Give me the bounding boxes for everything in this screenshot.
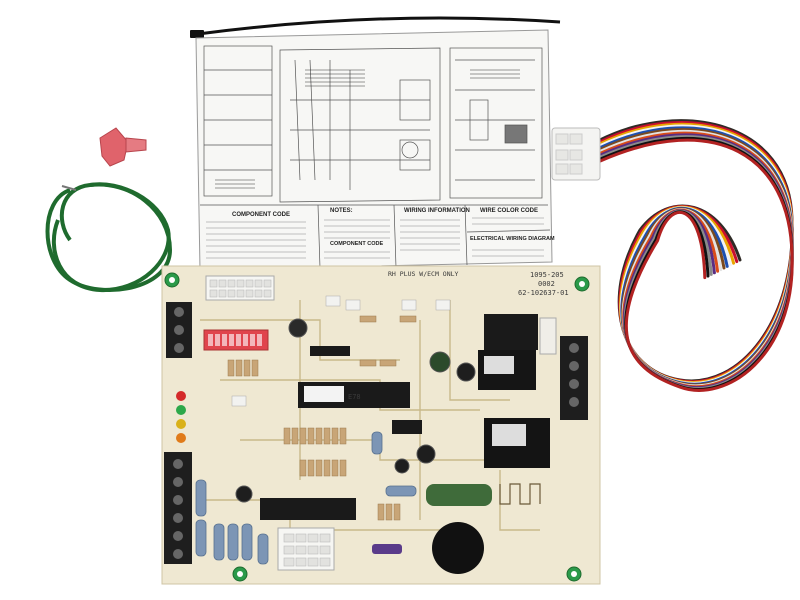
green-ground-wire — [45, 182, 173, 293]
wire-nut — [99, 127, 147, 167]
wiring-diagram-sheet: COMPONENT CODE NOTES: WIRING INFORMATION… — [195, 29, 555, 271]
wire-color-code-label: WIRE COLOR CODE — [480, 208, 538, 214]
relay-top — [484, 314, 557, 355]
microcontroller-chip: E78 — [298, 382, 410, 408]
board-id-line-3: 62-102637-01 — [518, 289, 569, 297]
cable-tie — [190, 16, 561, 38]
board-id-line-2: 0002 — [538, 280, 555, 288]
driver-chip — [260, 498, 356, 520]
bottom-connector — [277, 527, 335, 571]
electrical-wiring-diagram-label: ELECTRICAL WIRING DIAGRAM — [470, 236, 555, 242]
wire-harness — [598, 119, 794, 392]
resistor-array — [227, 315, 417, 521]
status-leds — [176, 391, 186, 443]
component-code-label: COMPONENT CODE — [232, 212, 290, 218]
harness-wire — [598, 138, 794, 392]
component-code-label-2: COMPONENT CODE — [330, 241, 384, 247]
board-top-label: RH PLUS W/ECM ONLY — [388, 270, 459, 278]
buzzer — [432, 522, 484, 574]
wiring-information-label: WIRING INFORMATION — [404, 208, 470, 214]
power-resistors — [195, 431, 417, 565]
fuse — [372, 544, 402, 554]
small-chip — [392, 420, 422, 434]
chip-marking: E78 — [348, 393, 361, 401]
relay-bottom — [484, 418, 550, 468]
left-terminal-block-bottom — [164, 452, 192, 564]
right-terminal-block — [560, 336, 588, 420]
regulator-chip — [310, 346, 350, 356]
notes-label: NOTES: — [330, 208, 353, 214]
misc-components — [231, 295, 451, 407]
harness-connector — [551, 127, 601, 181]
board-id-line-1: 1095-205 — [530, 271, 564, 279]
film-capacitor — [426, 484, 492, 506]
relay-middle — [478, 350, 536, 390]
left-terminal-block-top — [166, 302, 192, 358]
control-board: RH PLUS W/ECM ONLY 1095-205 0002 62-1026… — [161, 265, 601, 585]
capacitors — [235, 318, 476, 503]
dip-switch — [203, 329, 269, 351]
